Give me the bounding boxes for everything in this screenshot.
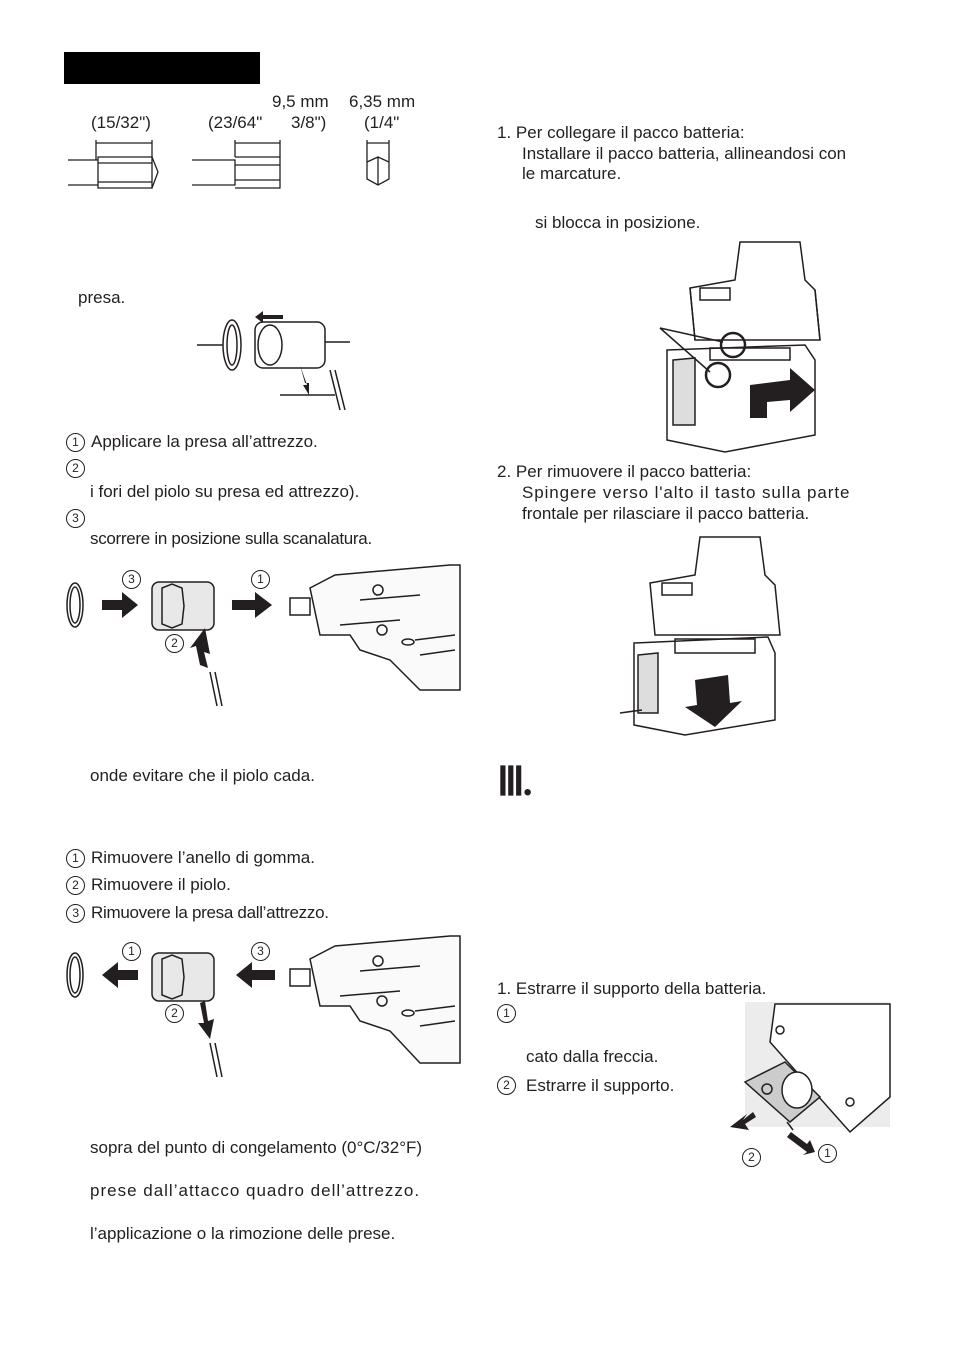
step-number: 2 — [66, 459, 85, 478]
step-number: 3 — [66, 509, 85, 528]
remove-step-2: 2 Rimuovere il piolo. — [66, 875, 231, 895]
section-numeral: Ⅲ. — [497, 759, 533, 804]
bit-size-a: (15/32") — [91, 113, 151, 132]
step-text: Rimuovere il piolo. — [91, 875, 231, 894]
attach-line-1: Installare il pacco batteria, allineando… — [522, 144, 847, 163]
attach-title: 1. Per collegare il pacco batteria: — [497, 123, 745, 142]
bit-size-c-mm: 9,5 mm — [272, 92, 329, 111]
step-text: Rimuovere la presa dall’attrezzo. — [91, 903, 329, 922]
holder-step-2-number: 2 — [497, 1076, 516, 1095]
step-text: Rimuovere l’anello di gomma. — [91, 848, 315, 867]
install-figure — [66, 564, 461, 707]
battery-attach-figure — [659, 241, 821, 453]
callout: 1 — [818, 1144, 837, 1163]
install-step-2: 2 — [66, 458, 91, 478]
bit-size-c: 3/8") — [291, 113, 327, 132]
install-step-3: 3 — [66, 508, 91, 528]
remove-line-1: Spingere verso l'alto il tasto sulla par… — [522, 483, 851, 502]
remove-title: 2. Per rimuovere il pacco batteria: — [497, 462, 752, 481]
battery-remove-figure — [619, 536, 781, 736]
remove-step-1: 1 Rimuovere l’anello di gomma. — [66, 848, 315, 868]
bit-size-d-mm: 6,35 mm — [349, 92, 416, 111]
step-number: 1 — [66, 433, 85, 452]
presa-text: presa. — [78, 288, 126, 307]
callout: 2 — [742, 1148, 761, 1167]
step-number: 1 — [66, 849, 85, 868]
holder-title: 1. Estrarre il supporto della batteria. — [497, 979, 767, 998]
step-number: 2 — [66, 876, 85, 895]
bit-size-d: (1/4" — [364, 113, 400, 132]
section-tab — [64, 52, 260, 84]
install-step-1: 1 Applicare la presa all’attrezzo. — [66, 432, 318, 452]
attach-line-2: le marcature. — [522, 164, 622, 183]
install-step-2-cont: i fori del piolo su presa ed attrezzo). — [90, 482, 360, 501]
bit-size-b: (23/64" — [208, 113, 263, 132]
battery-holder-figure — [730, 1002, 891, 1155]
attach-lock: si blocca in posizione. — [535, 213, 701, 232]
caution-3: l’applicazione o la rimozione delle pres… — [90, 1224, 396, 1243]
callout: 2 — [165, 634, 184, 653]
callout: 3 — [122, 570, 141, 589]
caution-1: sopra del punto di congelamento (0°C/32°… — [90, 1138, 423, 1157]
holder-step-1-cont: cato dalla freccia. — [526, 1047, 659, 1066]
bit-drawings — [68, 140, 390, 189]
removal-figure — [66, 935, 461, 1078]
caution-2: prese dall’attacco quadro dell’attrezzo. — [90, 1181, 421, 1200]
callout: 1 — [251, 570, 270, 589]
holder-step-1-number: 1 — [497, 1004, 516, 1023]
install-step-3-cont: scorrere in posizione sulla scanalatura. — [90, 529, 372, 548]
callout: 3 — [251, 942, 270, 961]
callout: 2 — [165, 1004, 184, 1023]
remove-step-3: 3 Rimuovere la presa dall’attrezzo. — [66, 903, 329, 923]
socket-figure — [197, 311, 350, 411]
step-text: Applicare la presa all’attrezzo. — [91, 432, 318, 451]
note-pin: onde evitare che il piolo cada. — [90, 766, 315, 785]
callout: 1 — [122, 942, 141, 961]
step-number: 3 — [66, 904, 85, 923]
holder-step-2-text: Estrarre il supporto. — [526, 1076, 675, 1095]
remove-line-2: frontale per rilasciare il pacco batteri… — [522, 504, 810, 523]
